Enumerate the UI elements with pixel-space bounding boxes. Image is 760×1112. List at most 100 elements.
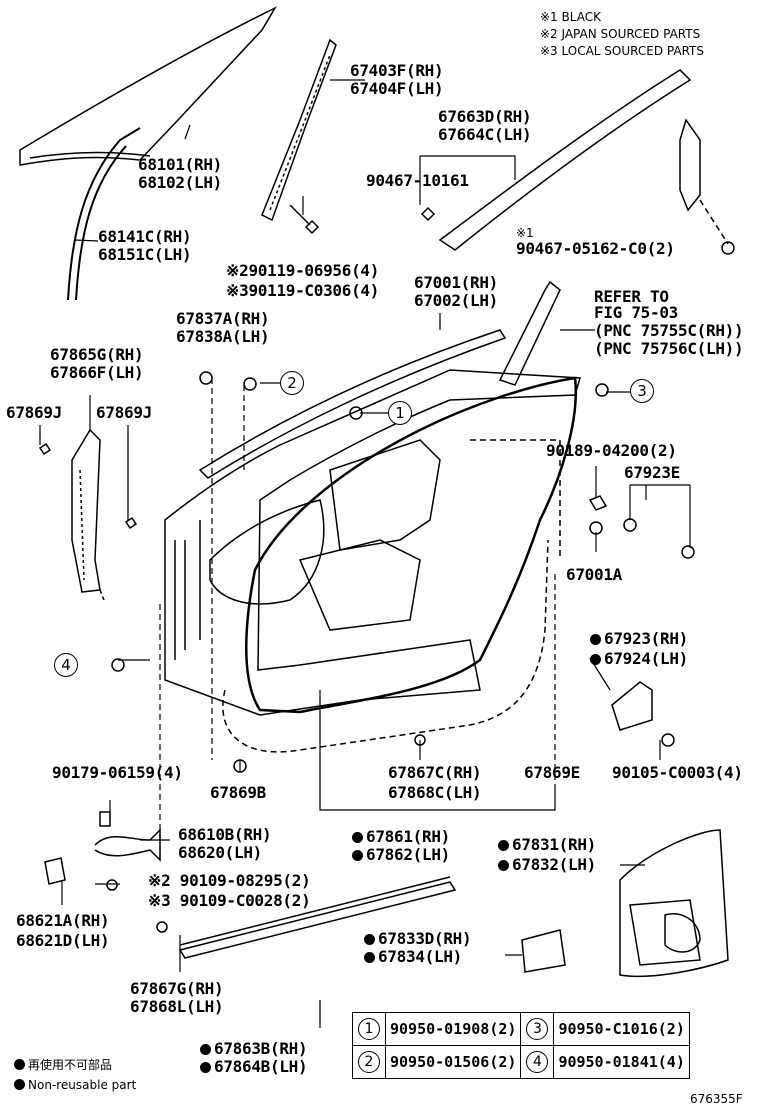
- part-67663: 67663D(RH): [438, 107, 532, 126]
- table-cell: 3: [520, 1012, 555, 1046]
- part-67869j-right: 67869J: [96, 403, 152, 422]
- belt-molding: [198, 329, 507, 479]
- frame-molding: [420, 69, 735, 255]
- nonreusable-jp-text: 再使用不可部品: [28, 1058, 113, 1072]
- part-67923-text: 67923(RH): [604, 629, 688, 648]
- door-glass: [19, 6, 277, 166]
- part-68621a: 68621A(RH): [16, 911, 110, 930]
- part-68102: 68102(LH): [138, 173, 222, 192]
- table-cell: 90950-01841(4): [553, 1045, 690, 1079]
- leader-lines: [39, 79, 691, 1028]
- part-67001a: 67001A: [566, 565, 622, 584]
- wire-harness: [44, 811, 161, 885]
- part-67866: 67866F(LH): [50, 363, 144, 382]
- nonreusable-legend-jp: 再使用不可部品: [14, 1058, 112, 1073]
- part-67833: 67833D(RH): [364, 929, 472, 948]
- part-90467-a: 90467-10161: [366, 171, 469, 190]
- part-67838: 67838A(LH): [176, 327, 270, 346]
- part-67924-text: 67924(LH): [604, 649, 688, 668]
- figure-id: 676355F: [690, 1092, 743, 1106]
- note-japan: ※2 JAPAN SOURCED PARTS: [540, 27, 701, 41]
- part-67861: 67861(RH): [352, 828, 450, 846]
- note-black: ※1 BLACK: [540, 10, 601, 24]
- part-68620: 68620(LH): [178, 843, 262, 862]
- part-67837: 67837A(RH): [176, 309, 270, 328]
- part-67923e: 67923E: [624, 463, 680, 482]
- part-67832: 67832(LH): [498, 856, 596, 874]
- division-bar: [498, 280, 561, 386]
- nonreusable-dot: [364, 952, 375, 963]
- part-90467-b: 90467-05162-C0(2): [516, 239, 675, 258]
- refer-line-4: (PNC 75756C(LH)): [594, 339, 744, 358]
- door-weatherstrip: [245, 376, 577, 714]
- part-67868l: 67868L(LH): [130, 997, 224, 1016]
- part-67831: 67831(RH): [498, 836, 596, 854]
- part-67831-text: 67831(RH): [512, 835, 596, 854]
- nonreusable-dot: [590, 654, 601, 665]
- part-67862: 67862(LH): [352, 846, 450, 864]
- legend-number: 3: [526, 1018, 549, 1040]
- door-outline-dashed: [222, 539, 549, 753]
- fasteners: [106, 371, 695, 933]
- part-67002: 67002(LH): [414, 291, 498, 310]
- part-67869e: 67869E: [524, 763, 580, 782]
- part-90119-a: ※290119-06956(4): [226, 261, 380, 280]
- table-row: 1 90950-01908(2) 3 90950-C1016(2): [352, 1012, 690, 1046]
- table-row: 2 90950-01506(2) 4 90950-01841(4): [352, 1045, 690, 1079]
- glass-run: [67, 127, 141, 301]
- nonreusable-dot: [352, 850, 363, 861]
- part-67403: 67403F(RH): [350, 61, 444, 80]
- part-67863: 67863B(RH): [200, 1039, 308, 1058]
- part-68621d: 68621D(LH): [16, 931, 110, 950]
- part-67863-text: 67863B(RH): [214, 1039, 308, 1058]
- run-channel: [178, 876, 457, 959]
- legend-number: 4: [526, 1051, 549, 1073]
- part-68151: 68151C(LH): [98, 245, 192, 264]
- callout-3: 3: [630, 379, 654, 403]
- refer-line-2: FIG 75-03: [594, 303, 678, 322]
- part-67833-text: 67833D(RH): [378, 929, 472, 948]
- part-67664: 67664C(LH): [438, 125, 532, 144]
- fastener-legend-table: 1 90950-01908(2) 3 90950-C1016(2) 2 9095…: [352, 1012, 690, 1079]
- part-67865: 67865G(RH): [50, 345, 144, 364]
- nonreusable-dot: [14, 1079, 25, 1090]
- part-67864-text: 67864B(LH): [214, 1057, 308, 1076]
- part-67869b: 67869B: [210, 783, 266, 802]
- refer-line-3: (PNC 75755C(RH)): [594, 321, 744, 340]
- part-90119-b: ※390119-C0306(4): [226, 281, 380, 300]
- part-67832-text: 67832(LH): [512, 855, 596, 874]
- table-cell: 1: [352, 1012, 386, 1046]
- part-67923: 67923(RH): [590, 630, 688, 648]
- legend-number: 2: [358, 1051, 380, 1073]
- part-67834: 67834(LH): [364, 948, 462, 966]
- nonreusable-en-text: Non-reusable part: [28, 1078, 137, 1092]
- part-67867c: 67867C(RH): [388, 763, 482, 782]
- nonreusable-dot: [200, 1062, 211, 1073]
- table-cell: 2: [352, 1045, 386, 1079]
- door-panel: [164, 369, 581, 716]
- nonreusable-dot: [14, 1059, 25, 1070]
- part-67404: 67404F(LH): [350, 79, 444, 98]
- window-channel: [261, 38, 337, 235]
- nonreusable-dot: [498, 840, 509, 851]
- nonreusable-dot: [364, 934, 375, 945]
- refer-line-1: REFER TO: [594, 287, 669, 306]
- part-67001: 67001(RH): [414, 273, 498, 292]
- part-67861-text: 67861(RH): [366, 827, 450, 846]
- part-90109-a: ※2 90109-08295(2): [148, 871, 311, 890]
- part-67864: 67864B(LH): [200, 1057, 308, 1076]
- part-90105: 90105-C0003(4): [612, 763, 743, 782]
- callout-4: 4: [54, 653, 78, 677]
- note-local: ※3 LOCAL SOURCED PARTS: [540, 44, 704, 58]
- part-67867g: 67867G(RH): [130, 979, 224, 998]
- part-90179: 90179-06159(4): [52, 763, 183, 782]
- table-cell: 90950-01506(2): [384, 1045, 522, 1079]
- part-67869j-left: 67869J: [6, 403, 62, 422]
- table-cell: 90950-01908(2): [384, 1012, 522, 1046]
- mark-black: ※1: [516, 226, 534, 240]
- service-hole-cover: [619, 829, 729, 978]
- part-67834-text: 67834(LH): [378, 947, 462, 966]
- part-68101: 68101(RH): [138, 155, 222, 174]
- part-68610: 68610B(RH): [178, 825, 272, 844]
- nonreusable-dot: [200, 1044, 211, 1055]
